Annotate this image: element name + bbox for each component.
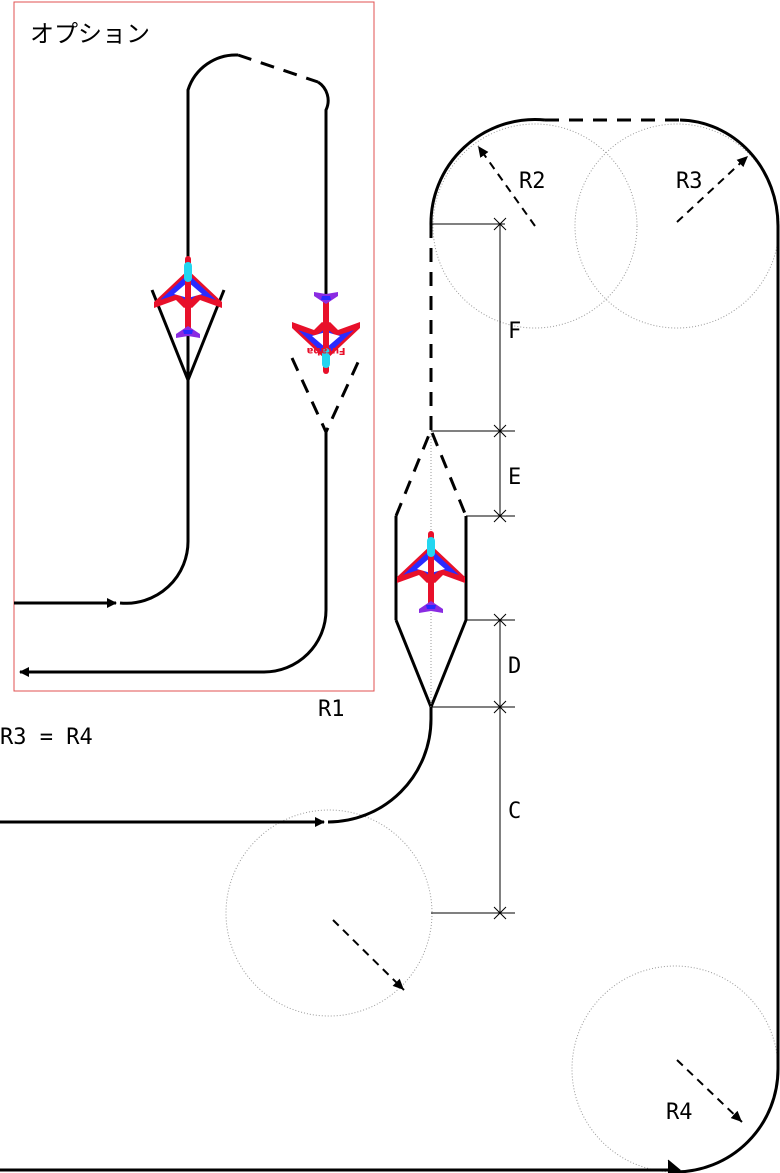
main-r3-r4-path [674,118,780,1173]
plane-option-left-icon [154,256,222,338]
plane-option-right-icon [292,292,360,374]
guide-circle-r1 [225,809,433,1017]
main-r1-curve [327,707,433,824]
option-right-lower [19,432,328,677]
main-lower-triangle [394,619,468,712]
radius-label-r4: R4 [666,1100,693,1125]
guide-circle-r2 [432,123,638,329]
dim-label-d: D [508,654,521,679]
option-top-dashed [237,53,319,84]
dimension-lines [431,217,515,920]
equation-label: R3 = R4 [0,725,93,750]
option-box [13,1,375,692]
plane-brand: Futaba [307,345,346,356]
plane-main-icon [397,531,465,613]
main-exit-arrowhead [667,1159,681,1173]
radius-label-r2: R2 [519,169,546,194]
option-left-lower [119,380,190,605]
main-upper-dashed-triangle [394,426,468,517]
main-r2-arc [429,118,546,227]
dim-label-e: E [508,465,521,490]
option-title: オプション [30,20,150,48]
guide-circle-r3 [574,123,780,329]
radius-label-r3: R3 [676,169,703,194]
option-left-path [186,53,239,380]
option-right-down [317,80,330,310]
dim-label-c: C [508,799,521,824]
radius-label-r1: R1 [318,697,345,722]
radius-arrows [332,145,749,1123]
dim-label-f: F [508,319,521,344]
